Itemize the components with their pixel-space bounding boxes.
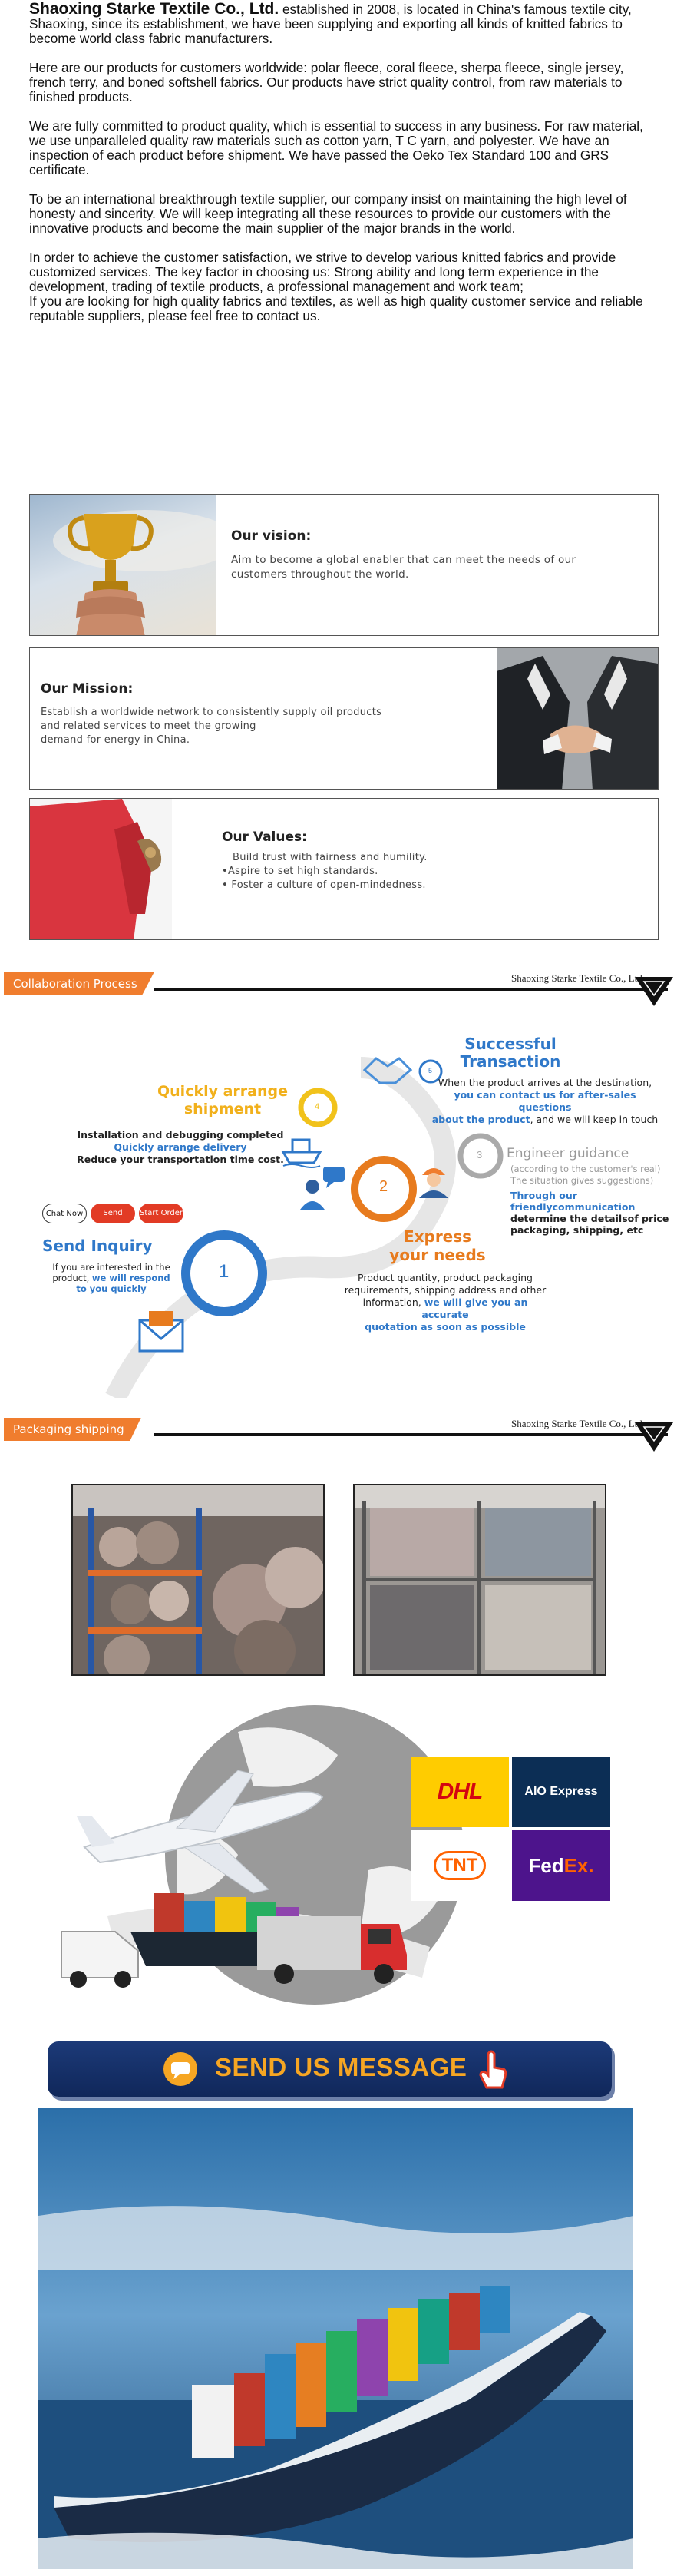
- van-icon: [61, 1931, 139, 1988]
- plane-icon: [77, 1770, 324, 1894]
- engineer-icon: [419, 1168, 448, 1198]
- intro-paragraph-4: To be an international breakthrough text…: [29, 191, 627, 236]
- warehouse-icon: [355, 1485, 605, 1674]
- ship-icon: [281, 1138, 322, 1168]
- container-ship-photo: [38, 2108, 633, 2569]
- collaboration-tag: Collaboration Process: [4, 972, 154, 995]
- mission-card: Our Mission: Establish a worldwide netwo…: [29, 647, 659, 790]
- step-5-text: When the product arrives at the destinat…: [431, 1077, 659, 1125]
- step-2-text: Product quantity, product packaging requ…: [344, 1272, 547, 1333]
- handshake-icon: [497, 648, 658, 789]
- step-1-text: If you are interested in the product, we…: [52, 1262, 170, 1294]
- divider: [154, 1433, 668, 1436]
- person-chat-icon: [300, 1167, 345, 1210]
- step-2-title: Express your needs: [389, 1227, 486, 1264]
- vision-text: Aim to become a global enabler that can …: [231, 554, 576, 581]
- step-3-number: 3: [477, 1149, 483, 1161]
- handshake-icon: [362, 1057, 413, 1084]
- aio-express-logo: AIO Express: [512, 1757, 610, 1827]
- step-5-title: Successful Transaction: [460, 1035, 561, 1071]
- tnt-logo: TNT: [411, 1830, 509, 1901]
- envelope-icon: [138, 1311, 184, 1353]
- intro-paragraph-1: Shaoxing Starke Textile Co., Ltd. establ…: [29, 0, 632, 46]
- values-text: Build trust with fairness and humility. …: [222, 852, 428, 891]
- packaging-header: Packaging shipping Shaoxing Starke Texti…: [0, 1410, 687, 1452]
- chat-now-button[interactable]: Chat Now: [42, 1204, 87, 1223]
- divider: [154, 988, 668, 991]
- vision-title: Our vision:: [231, 528, 312, 544]
- step-5-number: 5: [428, 1067, 433, 1074]
- triangle-icon: [635, 977, 673, 1006]
- collaboration-process-diagram: 1 2 3 4 5 Successful Transaction When th…: [0, 1014, 687, 1398]
- values-card: Our Values: Build trust with fairness an…: [29, 798, 659, 940]
- collaboration-header: Collaboration Process Shaoxing Starke Te…: [0, 965, 687, 1006]
- header-company-name: Shaoxing Starke Textile Co., Ltd.: [511, 972, 645, 984]
- values-title: Our Values:: [222, 829, 307, 845]
- intro-paragraph-3: We are fully committed to product qualit…: [29, 118, 643, 177]
- intro-paragraph-2: Here are our products for customers worl…: [29, 60, 624, 104]
- warehouse-photo-2: [353, 1484, 606, 1676]
- dhl-logo: DHL: [411, 1757, 509, 1827]
- step-4-title: Quickly arrange shipment: [157, 1083, 288, 1117]
- triangle-icon: [635, 1422, 673, 1452]
- step-3-title: Engineer guidance: [507, 1146, 629, 1161]
- handshake-photo: [497, 648, 658, 789]
- packaging-tag: Packaging shipping: [4, 1418, 141, 1441]
- hand-pointer-icon: [479, 2050, 507, 2089]
- step-4-text: Installation and debugging completed Qui…: [77, 1129, 284, 1165]
- warehouse-icon: [73, 1485, 323, 1674]
- process-path: [105, 1057, 504, 1398]
- step-1-title: Send Inquiry: [42, 1237, 153, 1255]
- warehouse-photo-1: [71, 1484, 325, 1676]
- trophy-photo: [30, 495, 237, 635]
- send-inquiry-button[interactable]: Send Inquiry: [91, 1204, 135, 1237]
- trophy-icon: [53, 510, 237, 635]
- fabric-photo: [30, 799, 172, 939]
- company-name: Shaoxing Starke Textile Co., Ltd.: [29, 0, 279, 18]
- send-us-message-button[interactable]: SEND US MESSAGE: [48, 2041, 612, 2097]
- step-4-number: 4: [315, 1102, 320, 1111]
- intro-paragraph-6: If you are looking for high quality fabr…: [29, 293, 643, 323]
- step-2-number: 2: [379, 1178, 388, 1195]
- mission-text: Establish a worldwide network to consist…: [41, 707, 382, 746]
- chat-icon: [163, 2052, 197, 2086]
- fabric-icon: [30, 799, 172, 939]
- mission-title: Our Mission:: [41, 681, 134, 697]
- intro-paragraph-5: In order to achieve the customer satisfa…: [29, 250, 616, 294]
- step-1-number: 1: [219, 1261, 230, 1282]
- step-3-text: (according to the customer's real) The s…: [510, 1164, 669, 1236]
- container-ship-icon: [38, 2108, 633, 2569]
- vision-card: Our vision: Aim to become a global enabl…: [29, 494, 659, 636]
- header-company-name: Shaoxing Starke Textile Co., Ltd.: [511, 1418, 645, 1429]
- world-map-icon: [61, 1705, 464, 2005]
- send-message-label: SEND US MESSAGE: [215, 2053, 467, 2081]
- start-order-button[interactable]: Start Order: [139, 1204, 183, 1223]
- company-intro: Shaoxing Starke Textile Co., Ltd. establ…: [29, 0, 655, 338]
- truck-icon: [257, 1916, 407, 1984]
